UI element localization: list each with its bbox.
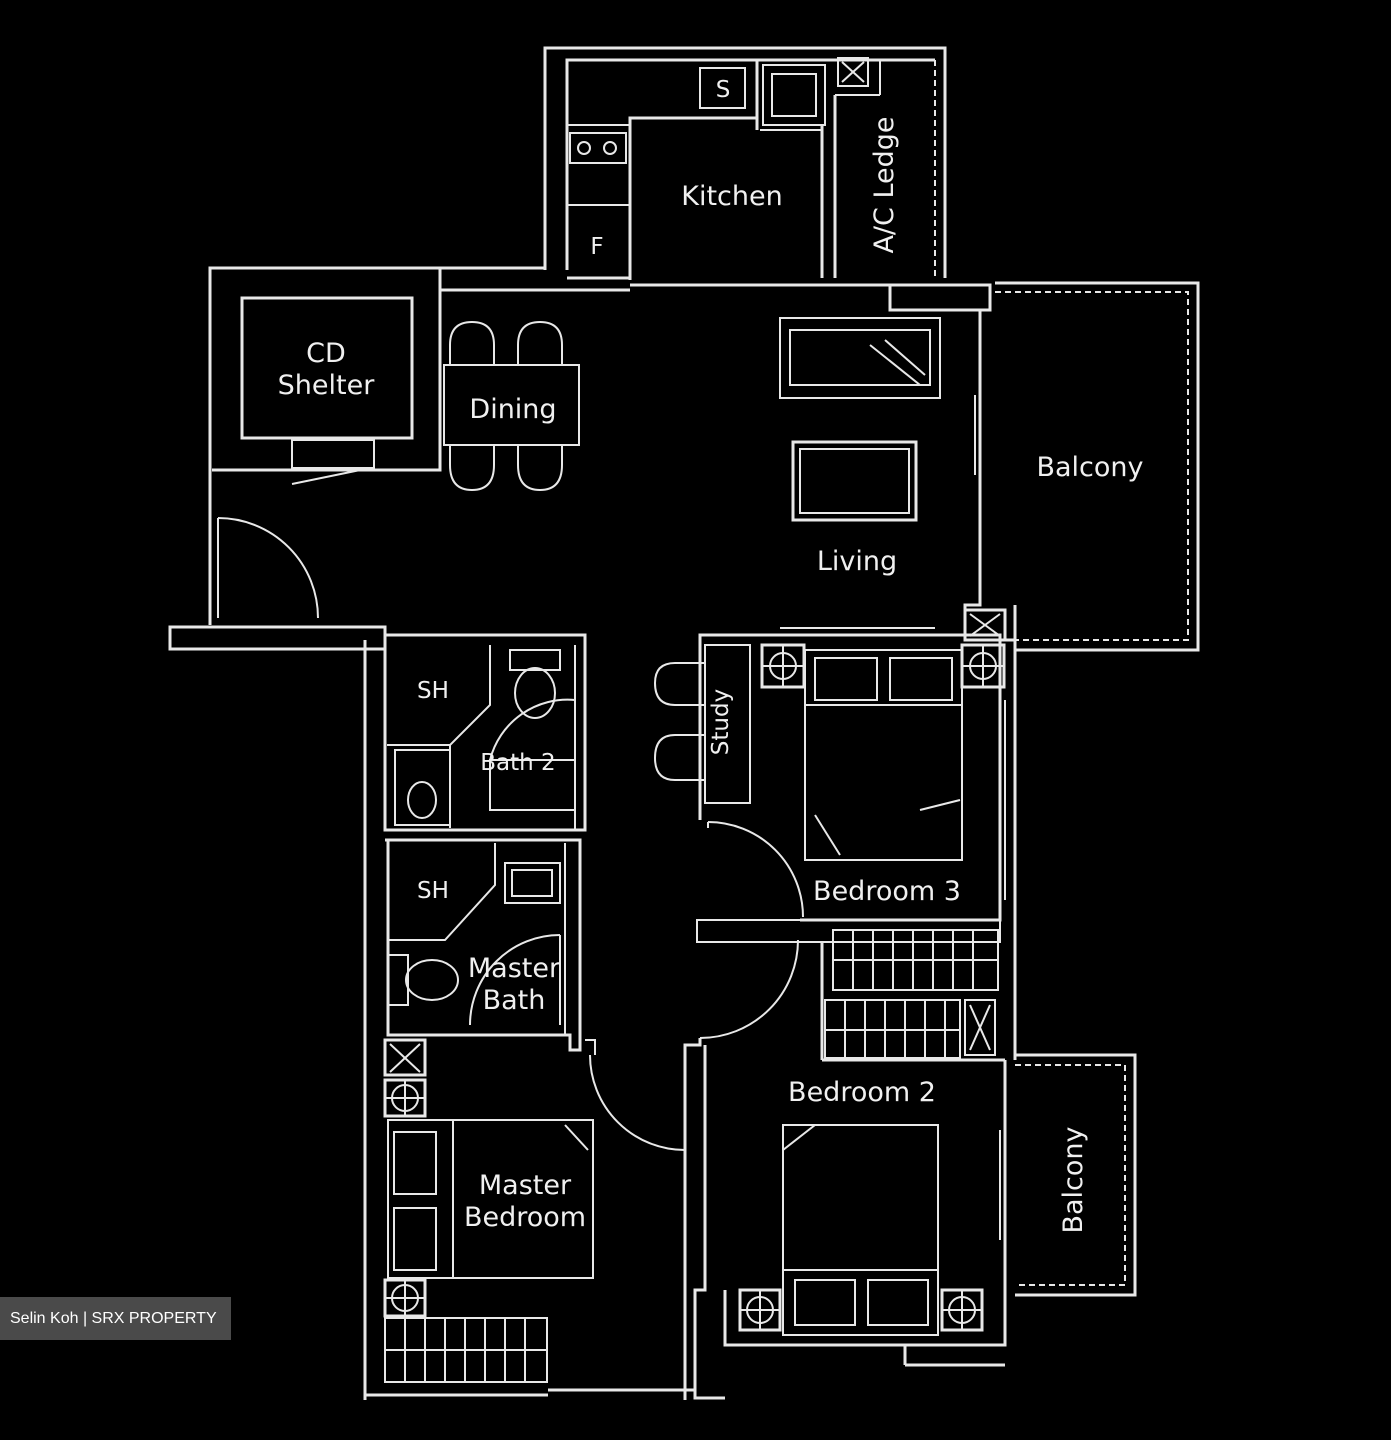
ac-ledge-vent-icon [837,57,869,87]
sh2-label: SH [417,878,449,904]
sh1-label: SH [417,678,449,704]
master-bedroom-door [589,1054,686,1151]
outer-walls [168,266,992,651]
bedroom2-wardrobe [824,929,999,1059]
coffee-table [791,440,918,522]
watermark-badge: Selin Koh | SRX PROPERTY [0,1297,231,1340]
master-bath-label-1: Master [468,953,561,984]
balcony-bottom-walls [1015,1053,1137,1297]
toilet-bath2 [509,649,561,719]
living-label: Living [817,546,897,577]
main-door [217,517,319,619]
ac-ledge-label: A/C Ledge [869,116,900,253]
bedroom2-walls [683,919,1007,1400]
bedroom2-label: Bedroom 2 [788,1077,936,1108]
sink [699,67,746,109]
master-wardrobe [385,1318,547,1382]
stove [569,132,627,164]
bedroom3-label: Bedroom 3 [813,876,961,907]
living-sofa [779,317,941,399]
master-bedroom-label-1: Master [479,1170,572,1201]
balcony-bottom-label: Balcony [1058,1126,1089,1233]
study-desk [653,644,751,804]
cd-shelter-box [240,296,414,440]
cd-shelter-label-2: Shelter [278,370,376,401]
dining-table [443,320,580,492]
master-bedroom-label-2: Bedroom [464,1202,586,1233]
cd-shelter-label-1: CD [306,338,346,369]
bedroom3-bed [804,649,963,861]
kitchen-walls [543,46,947,280]
bath2-label: Bath 2 [480,750,555,776]
sink-mark: S [716,77,731,103]
bath2-walls [363,633,587,1400]
bedroom3-door [707,821,804,918]
master-bath-walls [385,838,582,1052]
washer [762,64,826,126]
fridge-mark: F [590,234,603,260]
kitchen-label: Kitchen [681,181,782,212]
dining-label: Dining [469,394,556,425]
study-label: Study [708,689,734,755]
bedroom2-bed [738,1124,984,1336]
bedroom3-walls [698,605,1017,1060]
master-bath-label-2: Bath [483,985,546,1016]
balcony-top-walls [995,281,1200,652]
balcony-top-label: Balcony [1036,452,1143,483]
